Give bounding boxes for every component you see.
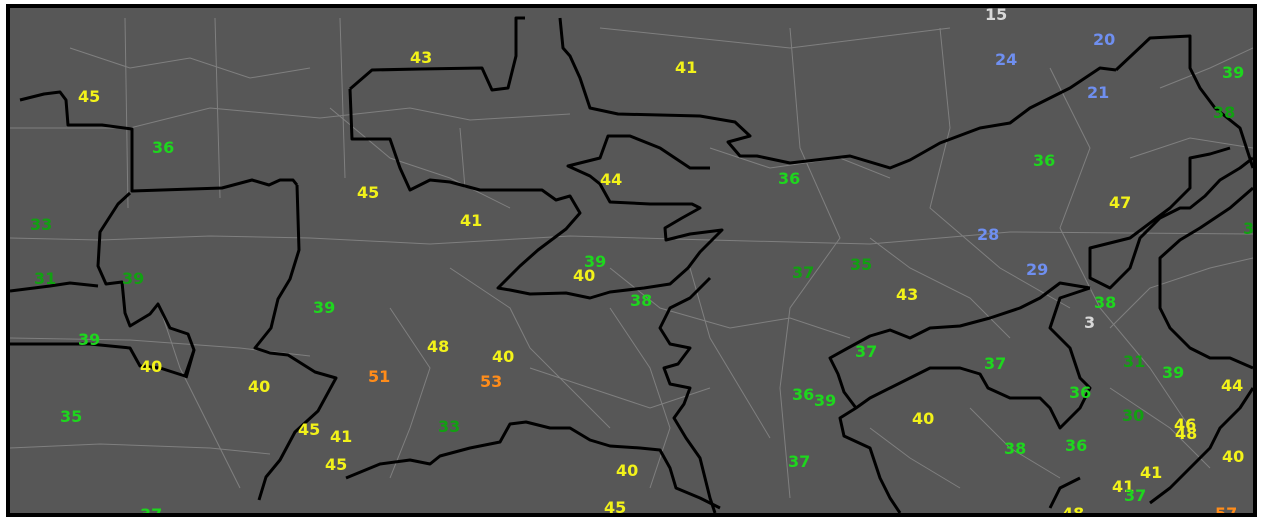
temperature-label: 48: [1175, 424, 1197, 443]
temperature-label: 38: [1094, 293, 1116, 312]
temperature-label: 33: [438, 417, 460, 436]
temperature-label: 40: [248, 377, 270, 396]
temperature-label: 35: [850, 255, 872, 274]
temperature-label: 40: [573, 266, 595, 285]
temperature-label: 20: [1093, 30, 1115, 49]
temperature-label: 36: [152, 138, 174, 157]
temperature-label: 45: [298, 420, 320, 439]
temperature-label: 36: [792, 385, 814, 404]
temperature-label: 39: [814, 391, 836, 410]
temperature-label: 47: [1109, 193, 1131, 212]
temperature-label: 39: [382, 510, 404, 513]
temperature-label: 38: [630, 291, 652, 310]
temperature-label: 31: [1123, 352, 1145, 371]
temperature-label: 43: [896, 285, 918, 304]
temperature-label: 33: [30, 215, 52, 234]
temperature-label: 53: [480, 372, 502, 391]
temperature-label: 40: [616, 461, 638, 480]
temperature-label: 40: [492, 347, 514, 366]
temperature-label: 45: [604, 498, 626, 513]
temperature-label: 48: [427, 337, 449, 356]
temperature-label: 31: [34, 269, 56, 288]
temperature-label: 31: [760, 510, 782, 513]
temperature-label: 21: [1087, 83, 1109, 102]
temperature-label: 39: [122, 269, 144, 288]
temperature-label: 37: [792, 263, 814, 282]
temperature-label: 46: [1174, 415, 1196, 434]
temperature-label: 51: [368, 367, 390, 386]
temperature-label: 45: [325, 455, 347, 474]
temperature-label: 36: [1069, 383, 1091, 402]
temperature-label: 39: [313, 298, 335, 317]
temperature-label: 38: [1004, 439, 1026, 458]
temperature-label: 29: [1026, 260, 1048, 279]
temperature-label: 39: [1222, 63, 1244, 82]
weather-map[interactable]: 4341242039452138363644364541473337283940…: [6, 4, 1257, 517]
temperature-label: 39: [78, 330, 100, 349]
temperature-label: 48: [1062, 504, 1084, 513]
temperature-label: 24: [995, 50, 1017, 69]
temperature-label: 36: [1033, 151, 1055, 170]
temperature-label: 38: [1213, 103, 1235, 122]
temperature-label: 37: [1243, 219, 1253, 238]
temperature-label: 41: [1112, 477, 1134, 496]
temperature-label: 37: [984, 354, 1006, 373]
temperature-label: 37: [140, 505, 162, 513]
temperature-label: 37: [855, 342, 877, 361]
temperature-label: 28: [977, 225, 999, 244]
temperature-label: 57: [1215, 504, 1237, 513]
temperature-label: 37: [788, 452, 810, 471]
temperature-label: 36: [778, 169, 800, 188]
temperature-label: 40: [1222, 447, 1244, 466]
temperature-label: 44: [600, 170, 622, 189]
temperature-label: 40: [912, 409, 934, 428]
temperature-label: 39: [1162, 363, 1184, 382]
temperature-label: 45: [357, 183, 379, 202]
region-boundaries: [10, 16, 1253, 513]
temperature-label: 41: [675, 58, 697, 77]
map-canvas: 4341242039452138363644364541473337283940…: [10, 8, 1253, 513]
temperature-label: 36: [1065, 436, 1087, 455]
temperature-label: 41: [460, 211, 482, 230]
temperature-label: 3: [1084, 313, 1095, 332]
temperature-label: 45: [78, 87, 100, 106]
temperature-label: 35: [60, 407, 82, 426]
temperature-label: 41: [1140, 463, 1162, 482]
temperature-label: 44: [1221, 376, 1243, 395]
temperature-label: 46: [662, 510, 684, 513]
temperature-label: 41: [330, 427, 352, 446]
temperature-label: 30: [1122, 406, 1144, 425]
temperature-label: 15: [985, 8, 1007, 24]
temperature-label: 43: [410, 48, 432, 67]
temperature-label: 37: [1124, 486, 1146, 505]
temperature-label: 39: [584, 252, 606, 271]
temperature-label: 40: [140, 357, 162, 376]
temperature-labels: 4341242039452138363644364541473337283940…: [30, 8, 1253, 513]
